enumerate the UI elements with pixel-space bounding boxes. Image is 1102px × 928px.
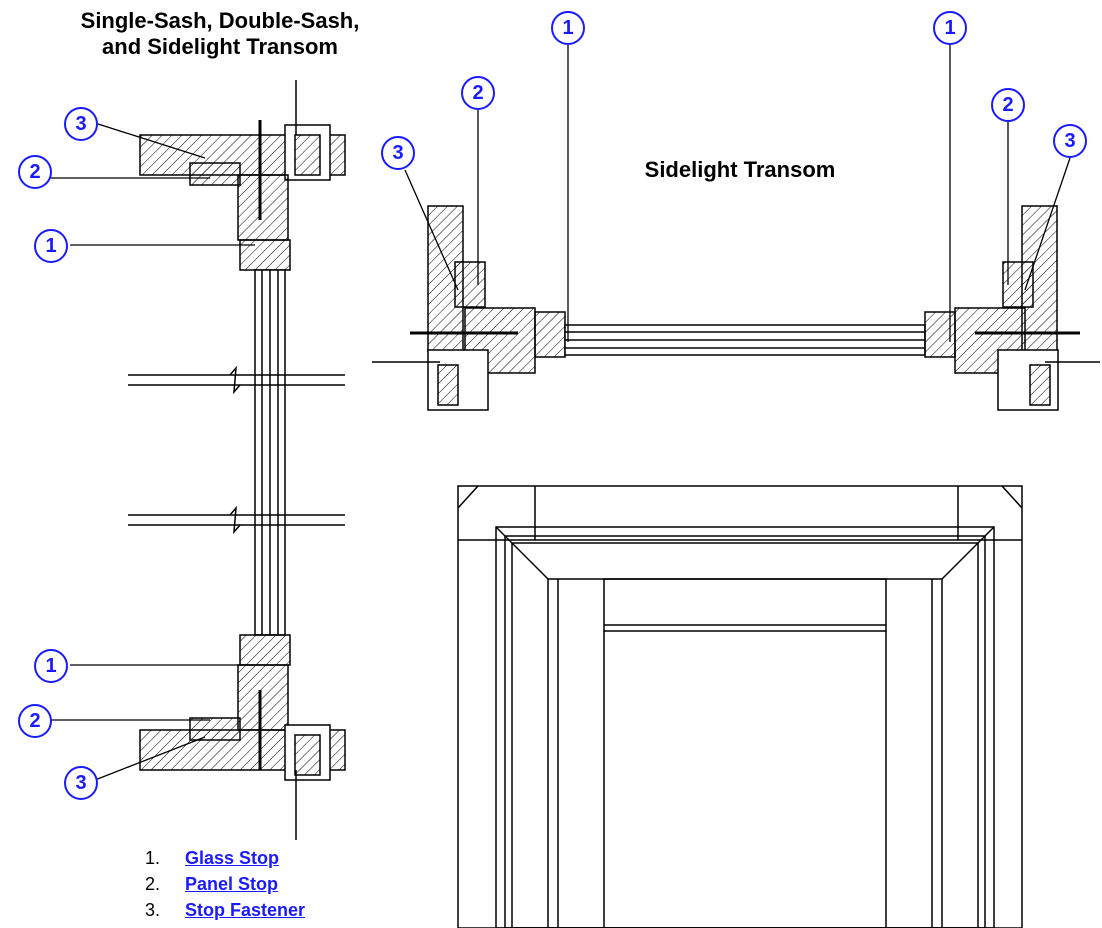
- title-left-line1: Single-Sash, Double-Sash,: [80, 8, 360, 33]
- legend-item: 3. Stop Fastener: [145, 897, 305, 923]
- callout-1-top-center: 1: [551, 11, 585, 45]
- legend-item: 1. Glass Stop: [145, 845, 305, 871]
- top-jamb-profile: [237, 174, 289, 241]
- callout-1-low-left: 1: [34, 649, 68, 683]
- section-title-left: Single-Sash, Double-Sash, and Sidelight …: [40, 8, 400, 60]
- casing-inner-1: [504, 535, 986, 928]
- callout-3-bottom-left: 3: [64, 766, 98, 800]
- callout-3-top-center: 3: [381, 136, 415, 170]
- callout-2-bottom-left: 2: [18, 704, 52, 738]
- legend-item: 2. Panel Stop: [145, 871, 305, 897]
- leader-lines-top: [404, 45, 1071, 342]
- stop-fastener-link[interactable]: Stop Fastener: [185, 900, 306, 920]
- legend-number: 3.: [145, 900, 161, 920]
- casing-outer: [495, 526, 995, 928]
- top-glass-stop: [239, 239, 291, 271]
- horizontal-section-drawing: [372, 205, 1100, 411]
- left-panel-stop: [454, 261, 486, 308]
- break-zigzag-upper: [229, 365, 241, 395]
- callout-2-top-left: 2: [18, 155, 52, 189]
- break-zigzag-lower: [229, 505, 241, 535]
- callout-1-mid-left: 1: [34, 229, 68, 263]
- section-title-right: Sidelight Transom: [644, 157, 836, 182]
- callout-3-top-left: 3: [64, 107, 98, 141]
- legend-number: 1.: [145, 848, 161, 868]
- right-hardware-inner: [1029, 364, 1051, 406]
- callout-1-top-right: 1: [933, 11, 967, 45]
- legend-number: 2.: [145, 874, 161, 894]
- callout-3-top-right: 3: [1053, 124, 1087, 158]
- callout-2-top-center: 2: [461, 76, 495, 110]
- casing-inner-2: [511, 542, 979, 928]
- callout-2-top-right: 2: [991, 88, 1025, 122]
- right-jamb-post: [1021, 205, 1058, 352]
- glass-stop-link[interactable]: Glass Stop: [185, 848, 280, 868]
- left-hardware-inner: [437, 364, 459, 406]
- bottom-glass-stop: [239, 634, 291, 666]
- legend-list: 1. Glass Stop 2. Panel Stop 3. Stop Fast…: [145, 845, 305, 923]
- top-rail: [603, 578, 887, 632]
- top-stop: [189, 162, 241, 186]
- panel-stop-link[interactable]: Panel Stop: [185, 874, 279, 894]
- leader-lines-left: [50, 123, 255, 781]
- outer-frame: [457, 485, 1023, 928]
- vertical-section-drawing: [128, 80, 346, 840]
- left-glass-stop: [534, 311, 566, 358]
- title-left-line2: and Sidelight Transom: [102, 34, 338, 59]
- door-elevation: [457, 485, 1023, 928]
- top-hardware-inner: [294, 134, 321, 176]
- bottom-hardware-inner: [294, 734, 321, 776]
- bottom-jamb-profile: [237, 664, 289, 731]
